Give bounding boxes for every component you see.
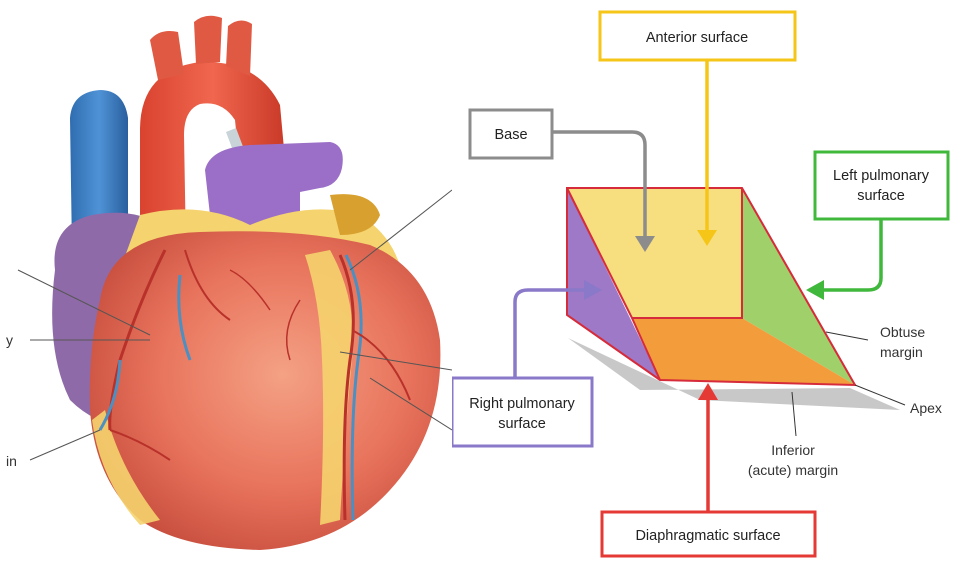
heart-illustration-svg: y in: [0, 0, 452, 558]
left-pulmonary-arrow-line: [822, 219, 881, 290]
base-label: Base: [494, 127, 527, 143]
left-pulmonary-label-1: Left pulmonary: [833, 168, 930, 184]
brachiocephalic-trunk: [150, 31, 184, 80]
left-pulmonary-box: [815, 152, 948, 219]
obtuse-margin-label-2: margin: [880, 344, 923, 360]
partial-label-in: in: [6, 453, 17, 469]
left-pulmonary-arrow-head: [806, 280, 824, 300]
obtuse-margin-leader: [826, 332, 868, 340]
right-pulmonary-label-1: Right pulmonary: [469, 396, 575, 412]
inferior-margin-label-2: (acute) margin: [748, 462, 838, 478]
obtuse-margin-label-1: Obtuse: [880, 324, 925, 340]
apex-label: Apex: [910, 400, 942, 416]
right-pulmonary-label-2: surface: [498, 416, 546, 432]
left-pulmonary-label-2: surface: [857, 188, 905, 204]
diaphragmatic-surface-label: Diaphragmatic surface: [635, 528, 780, 544]
partial-label-y: y: [6, 332, 13, 348]
left-common-carotid: [194, 16, 222, 64]
anterior-surface-label: Anterior surface: [646, 30, 748, 46]
inferior-margin-label-1: Inferior: [771, 442, 815, 458]
leader-line-3: [30, 430, 100, 460]
heart-illustration: y in: [0, 0, 452, 558]
heart-surfaces-diagram: Anterior surface Base Left pulmonary sur…: [452, 0, 953, 558]
surfaces-diagram-svg: Anterior surface Base Left pulmonary sur…: [452, 0, 953, 558]
right-pulmonary-box: [452, 378, 592, 446]
